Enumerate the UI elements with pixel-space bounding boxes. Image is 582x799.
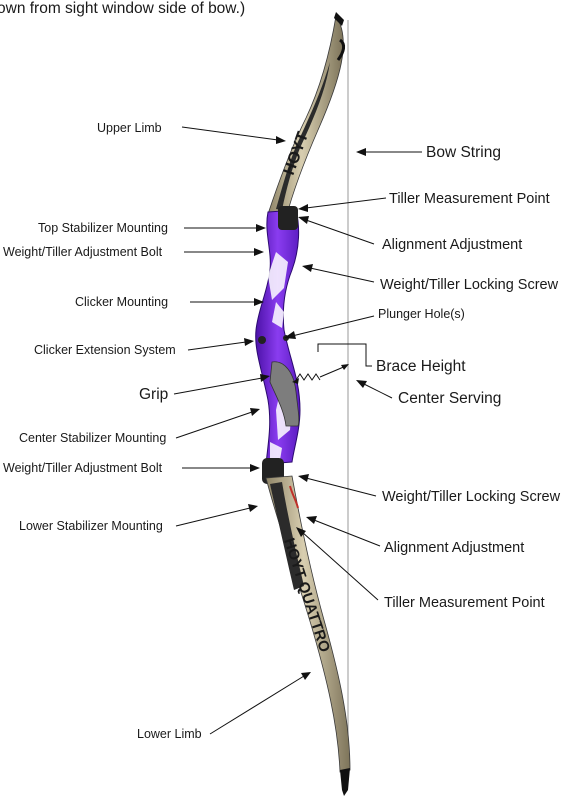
- label-brace-height: Brace Height: [376, 358, 466, 375]
- lower-tip: [340, 768, 350, 796]
- label-clicker-mounting: Clicker Mounting: [75, 295, 168, 309]
- label-lower-stabilizer-mounting: Lower Stabilizer Mounting: [19, 519, 163, 533]
- label-weight-tiller-adjustment-bolt-bottom: Weight/Tiller Adjustment Bolt: [3, 461, 163, 475]
- riser: [256, 206, 300, 484]
- label-weight-tiller-locking-screw-bottom: Weight/Tiller Locking Screw: [382, 489, 561, 505]
- label-alignment-adjustment-bottom: Alignment Adjustment: [384, 540, 524, 556]
- lower-limb: HOYT QUATTRO: [266, 476, 350, 772]
- label-tiller-measurement-point-top: Tiller Measurement Point: [389, 191, 550, 207]
- brace-height-indicator: [292, 344, 372, 384]
- label-lower-limb: Lower Limb: [137, 727, 202, 741]
- caption: own from sight window side of bow.): [0, 0, 245, 17]
- upper-limb: HOYT: [268, 16, 344, 218]
- label-weight-tiller-adjustment-bolt-top: Weight/Tiller Adjustment Bolt: [3, 245, 163, 259]
- label-alignment-adjustment-top: Alignment Adjustment: [382, 237, 522, 253]
- label-top-stabilizer-mounting: Top Stabilizer Mounting: [38, 221, 168, 235]
- label-grip: Grip: [139, 386, 168, 403]
- label-tiller-measurement-point-bottom: Tiller Measurement Point: [384, 595, 545, 611]
- label-center-serving: Center Serving: [398, 390, 501, 407]
- label-weight-tiller-locking-screw-top: Weight/Tiller Locking Screw: [380, 277, 559, 293]
- label-center-stabilizer-mounting: Center Stabilizer Mounting: [19, 431, 166, 445]
- label-plunger-holes: Plunger Hole(s): [378, 307, 465, 321]
- label-bow-string: Bow String: [426, 144, 501, 161]
- label-clicker-extension-system: Clicker Extension System: [34, 343, 176, 357]
- label-upper-limb: Upper Limb: [97, 121, 162, 135]
